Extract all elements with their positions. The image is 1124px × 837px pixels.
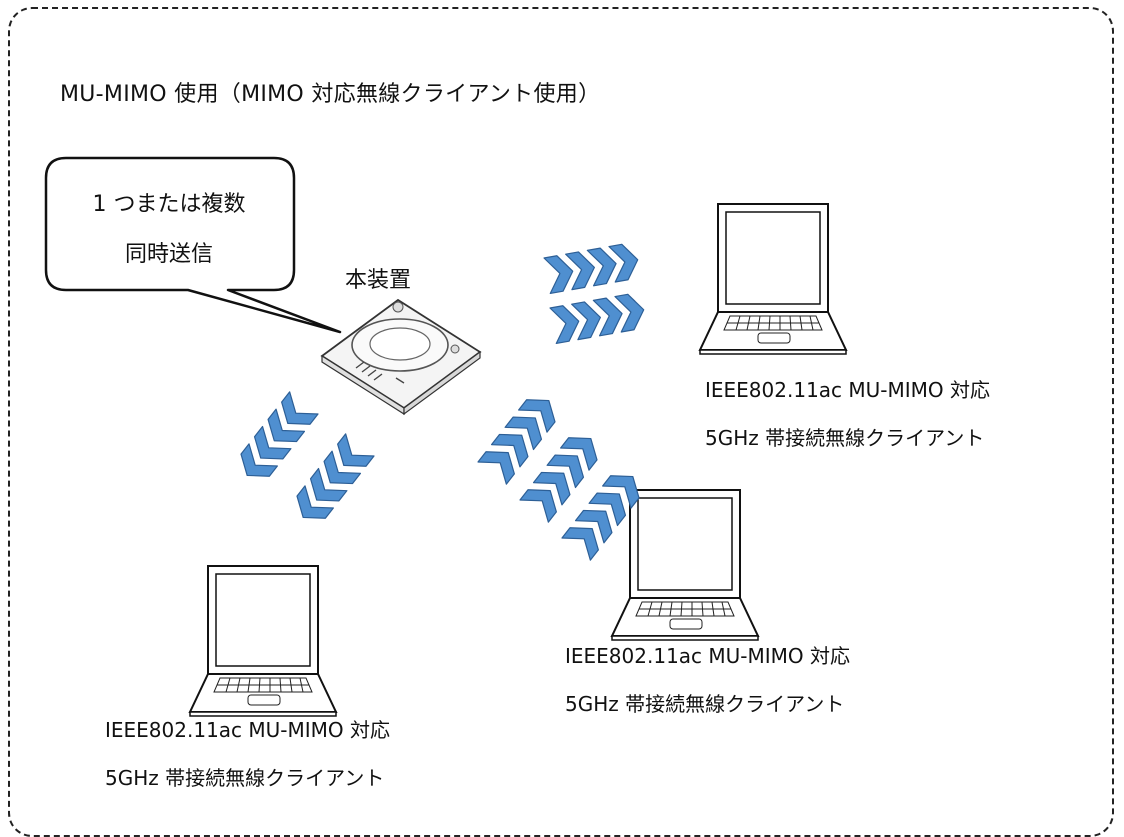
client-caption-left: IEEE802.11ac MU-MIMO 対応 5GHz 帯接続無線クライアント <box>105 706 390 802</box>
access-point-device <box>320 298 482 416</box>
client-caption-right: IEEE802.11ac MU-MIMO 対応 5GHz 帯接続無線クライアント <box>705 366 990 462</box>
laptop-right <box>699 203 847 355</box>
client-caption-line1: IEEE802.11ac MU-MIMO 対応 <box>565 644 851 668</box>
client-caption-line1: IEEE802.11ac MU-MIMO 対応 <box>105 718 391 742</box>
speech-bubble <box>44 156 342 334</box>
client-caption-line1: IEEE802.11ac MU-MIMO 対応 <box>705 378 991 402</box>
laptop-middle <box>611 489 759 641</box>
bubble-text-line2: 同時送信 <box>124 242 213 267</box>
client-caption-line2: 5GHz 帯接続無線クライアント <box>705 426 985 450</box>
signal-wave-left <box>232 391 375 530</box>
signal-wave-middle <box>477 388 648 561</box>
client-caption-line2: 5GHz 帯接続無線クライアント <box>105 766 385 790</box>
client-caption-middle: IEEE802.11ac MU-MIMO 対応 5GHz 帯接続無線クライアント <box>565 632 850 728</box>
client-caption-line2: 5GHz 帯接続無線クライアント <box>565 692 845 716</box>
diagram-title: MU-MIMO 使用（MIMO 対応無線クライアント使用） <box>60 82 601 107</box>
signal-wave-right <box>543 241 648 345</box>
access-point-label: 本装置 <box>345 268 412 293</box>
diagram-canvas <box>44 156 847 717</box>
bubble-text-line1: 1 つまたは複数 <box>92 192 246 217</box>
laptop-left <box>189 565 337 717</box>
